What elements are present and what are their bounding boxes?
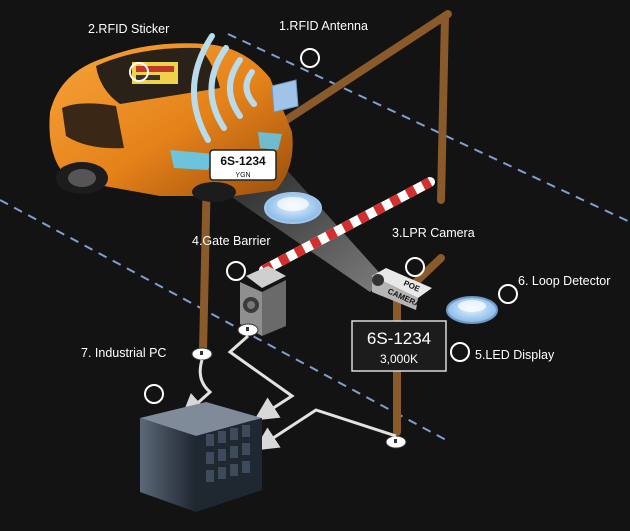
component-labels: 1.RFID Antenna 2.RFID Sticker 3.LPR Came… — [81, 19, 610, 362]
led-display-panel: 6S-1234 3,000K — [351, 320, 447, 372]
car-plate-region: YGN — [235, 172, 250, 179]
rfid-antenna-icon — [271, 79, 299, 113]
loop-detector-icon — [264, 192, 498, 324]
car-plate-number: 6S-1234 — [220, 154, 266, 168]
label-led-display: 5.LED Display — [475, 348, 555, 362]
label-loop-detector: 6. Loop Detector — [518, 274, 610, 288]
label-rfid-antenna: 1.RFID Antenna — [279, 19, 368, 33]
cables — [181, 334, 397, 451]
rfid-wave-icon — [190, 33, 257, 143]
label-industrial-pc: 7. Industrial PC — [81, 346, 166, 360]
industrial-pc-icon — [140, 402, 262, 512]
led-display-plate: 6S-1234 — [367, 329, 431, 348]
barrier-arm — [259, 177, 435, 275]
callout-markers — [129, 48, 518, 404]
road-lines — [0, 33, 630, 441]
label-lpr-camera: 3.LPR Camera — [392, 226, 475, 240]
led-display-fee: 3,000K — [380, 352, 418, 366]
label-gate-barrier: 4.Gate Barrier — [192, 234, 271, 248]
label-rfid-sticker: 2.RFID Sticker — [88, 22, 169, 36]
gate-barrier-box — [240, 266, 286, 336]
car-plate: 6S-1234 YGN — [209, 149, 277, 181]
